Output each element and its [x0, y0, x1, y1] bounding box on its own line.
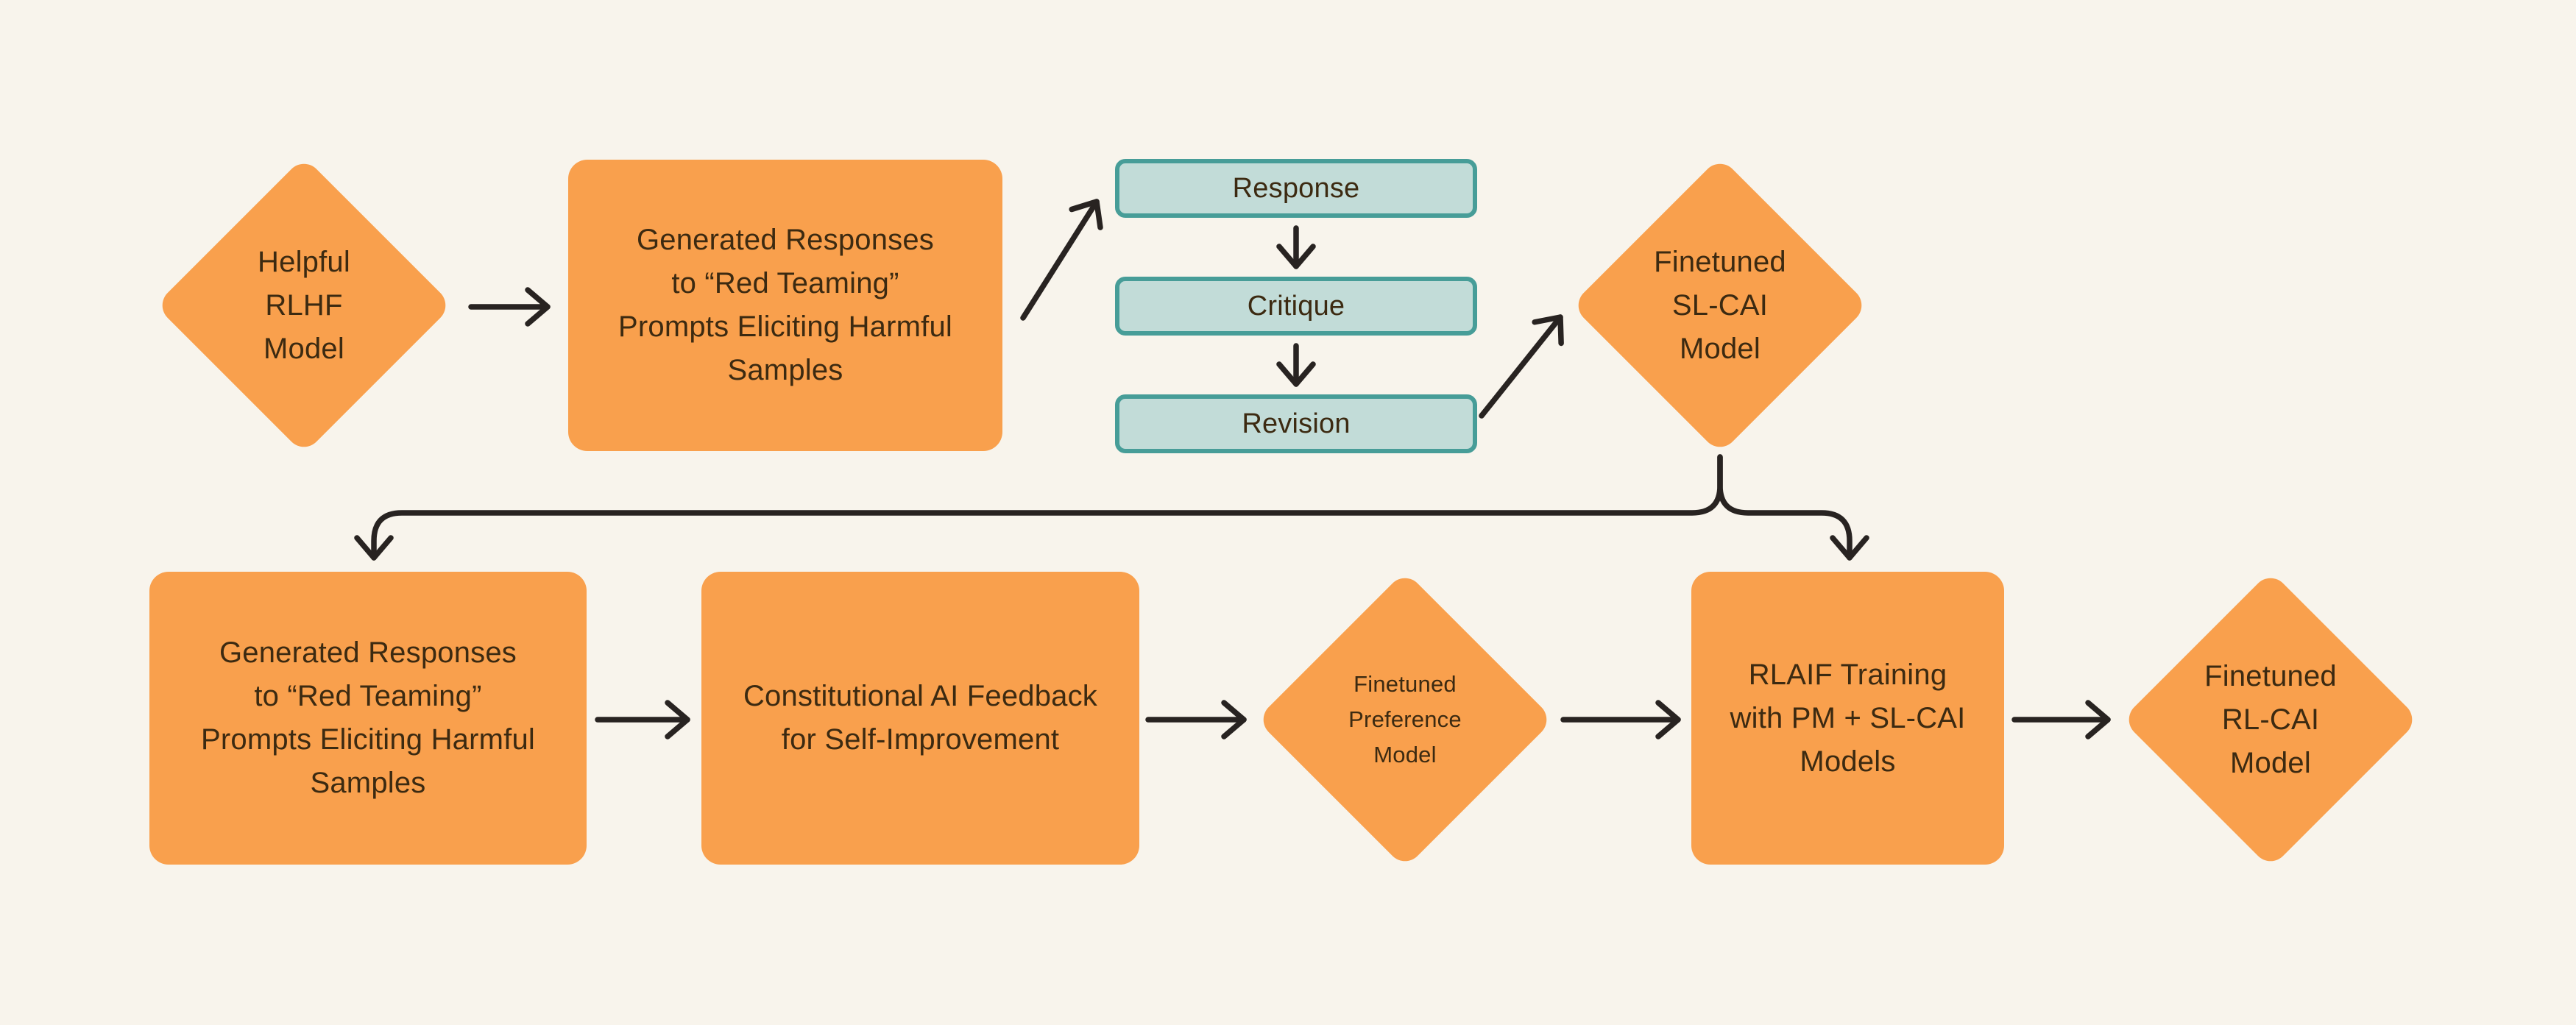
arrow-slcai-to-rlaif	[1717, 454, 1869, 561]
node-generated-responses-bottom-label: Generated Responses to “Red Teaming” Pro…	[200, 636, 535, 799]
arrow-generated-to-response	[1020, 199, 1103, 321]
node-generated-responses-top-label: Generated Responses to “Red Teaming” Pro…	[618, 224, 952, 386]
node-revision-label: Revision	[1242, 408, 1351, 439]
node-rlaif-training-label: RLAIF Training with PM + SL-CAI Models	[1730, 658, 1966, 778]
node-response	[1115, 159, 1477, 218]
arrow-slcai-to-generated-bottom	[354, 454, 1723, 561]
node-generated-responses-bottom	[149, 572, 587, 865]
node-generated-responses-top	[568, 160, 1002, 451]
node-critique	[1115, 277, 1477, 336]
node-revision	[1115, 394, 1477, 453]
node-helpful-rlhf-model-label: Helpful RLHF Model	[258, 245, 350, 365]
arrow-revision-to-slcai	[1479, 314, 1564, 419]
node-constitutional-ai-feedback-label: Constitutional AI Feedback for Self-Impr…	[743, 680, 1098, 756]
node-response-label: Response	[1232, 172, 1360, 204]
node-finetuned-preference-model-label: Finetuned Preference Model	[1348, 671, 1462, 767]
node-finetuned-sl-cai-model-label: Finetuned SL-CAI Model	[1654, 245, 1786, 365]
node-finetuned-rl-cai-model-label: Finetuned RL-CAI Model	[2204, 659, 2337, 779]
node-rlaif-training	[1691, 572, 2004, 865]
node-critique-label: Critique	[1247, 290, 1345, 322]
node-constitutional-ai-feedback	[701, 572, 1139, 865]
